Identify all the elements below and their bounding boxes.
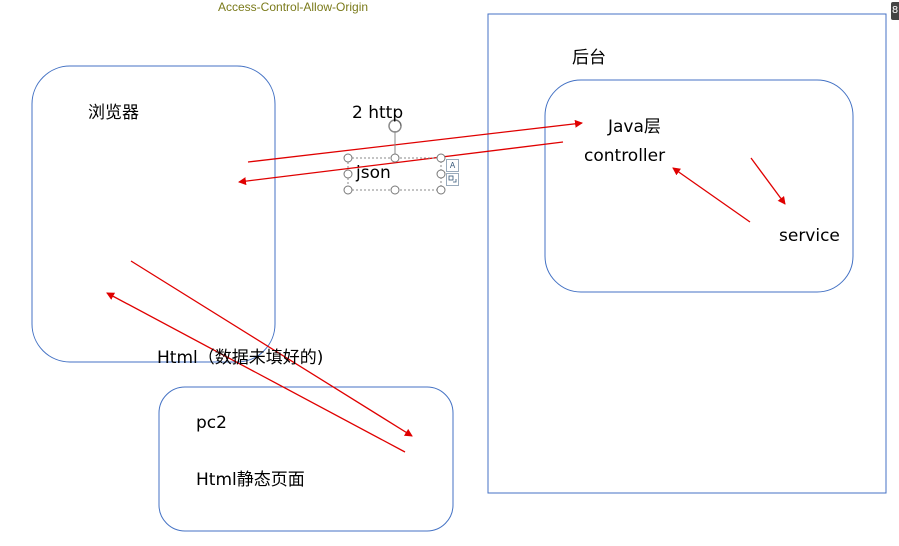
browser-box[interactable] <box>31 65 276 363</box>
service-to-controller-arrow <box>672 167 751 223</box>
resize-handle[interactable] <box>436 153 446 163</box>
java-layer-label: Java层 <box>608 117 661 137</box>
request-arrow <box>247 119 583 163</box>
layout-options-icon[interactable] <box>446 173 459 186</box>
pc2-subtitle: Html静态页面 <box>196 470 305 490</box>
window-corner-badge[interactable]: 8 <box>891 2 899 20</box>
layout-options-glyph <box>448 175 457 183</box>
resize-handle[interactable] <box>390 153 400 163</box>
resize-handle[interactable] <box>436 169 446 179</box>
header-title: Access-Control-Allow-Origin <box>218 0 369 14</box>
controller-to-service-arrow <box>750 157 786 205</box>
resize-handle[interactable] <box>343 153 353 163</box>
pc2-title: pc2 <box>196 413 227 433</box>
html-unfilled-label: Html（数据未填好的) <box>157 348 324 368</box>
resize-handle[interactable] <box>436 185 446 195</box>
pc2-to-browser-arrow <box>106 292 406 453</box>
response-arrow <box>238 141 564 186</box>
browser-to-pc2-arrow <box>130 260 413 437</box>
http-label: 2 http <box>352 103 404 123</box>
json-label[interactable]: json <box>356 163 391 183</box>
browser-label: 浏览器 <box>88 103 139 123</box>
backend-box[interactable] <box>487 13 887 494</box>
resize-handle[interactable] <box>343 185 353 195</box>
resize-handle[interactable] <box>390 185 400 195</box>
pc2-box[interactable] <box>158 386 454 532</box>
text-format-button[interactable]: A <box>446 159 459 172</box>
json-selection-frame[interactable] <box>343 119 446 195</box>
backend-label: 后台 <box>572 48 606 68</box>
controller-label: controller <box>584 146 666 166</box>
resize-handle[interactable] <box>343 169 353 179</box>
java-layer-box[interactable] <box>544 79 854 293</box>
service-label: service <box>779 226 840 246</box>
